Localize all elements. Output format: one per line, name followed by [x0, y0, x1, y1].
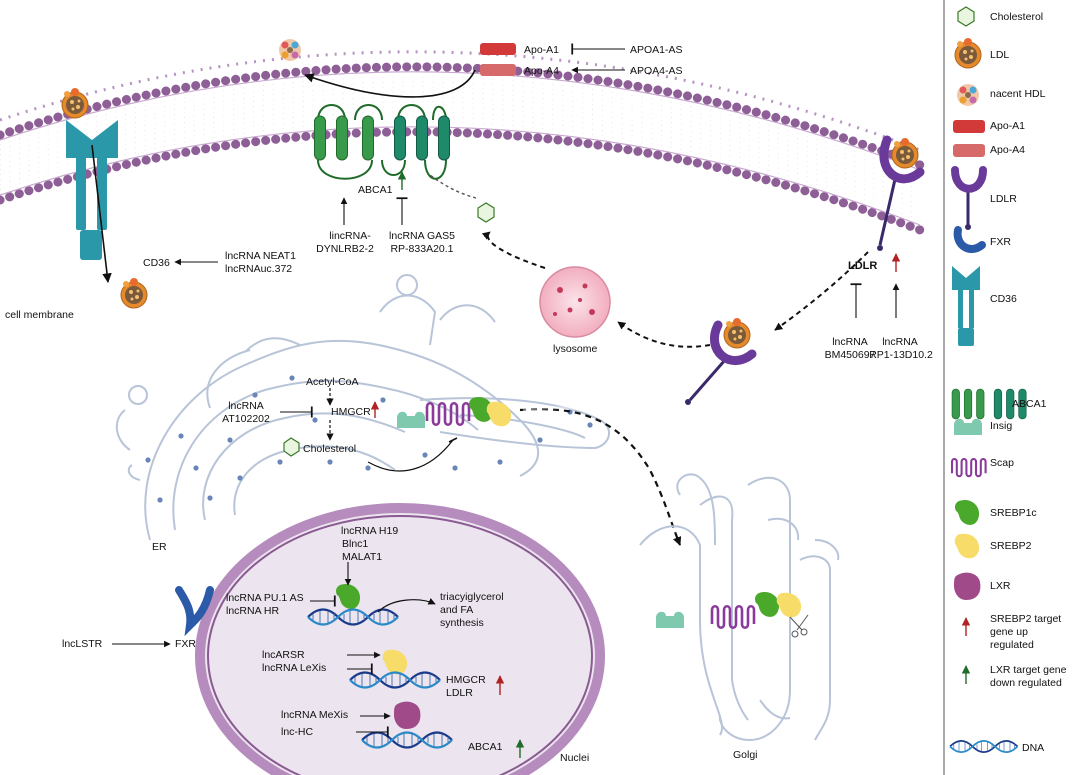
acetyl-coa-label: Acetyl-CoA [306, 376, 359, 388]
ribosomes [145, 375, 593, 503]
hr-label: lncRNA HR [226, 605, 280, 617]
neat1-line1: lncRNA NEAT1 [225, 250, 296, 262]
legend-ldl: LDL [990, 49, 1010, 61]
cell-membrane [0, 50, 925, 235]
neat1-line2: lncRNAuc.372 [225, 263, 293, 275]
legend-srebp2: SREBP2 [990, 540, 1032, 552]
legend-lxr: LXR [990, 580, 1011, 592]
bm450697-line1: lncRNA [832, 336, 868, 348]
apoa1-as-label: APOA1-AS [630, 44, 683, 56]
lysosome [539, 266, 611, 338]
at102202-line2: AT102202 [222, 413, 270, 425]
nucleus [195, 503, 605, 775]
ldl-internalized [120, 277, 148, 309]
cell-membrane-label: cell membrane [5, 309, 74, 321]
legend-srebp2-up-3: regulated [990, 639, 1034, 651]
hmgcr-er-label: HMGCR [331, 406, 371, 418]
apo-a1-bar [480, 43, 516, 55]
lnc-hc-label: lnc-HC [281, 726, 314, 738]
legend-srebp2-up-2: gene up [990, 626, 1028, 638]
cholesterol-er-label: Cholesterol [303, 443, 357, 455]
ldlr-membrane [877, 135, 925, 251]
apo-a4-label: Apo-A4 [524, 65, 560, 77]
golgi-srebp-complex [656, 591, 809, 638]
lexis-label: lncRNA LeXis [262, 662, 327, 674]
mexis-label: lncRNA MeXis [281, 709, 349, 721]
legend-cd36: CD36 [990, 293, 1017, 305]
er-label: ER [152, 541, 167, 553]
rp1-line2: RP1-13D10.2 [869, 349, 933, 361]
gas5-line2: RP-833A20.1 [390, 243, 454, 255]
endoplasmic-reticulum [115, 294, 610, 541]
rp1-line1: lncRNA [882, 336, 918, 348]
tg-line2: and FA [440, 604, 474, 616]
lysosome-label: lysosome [553, 343, 598, 355]
abca1-target-label: ABCA1 [468, 741, 503, 753]
h19-label: lncRNA H19 [341, 525, 399, 537]
gas5-line1: lncRNA GAS5 [389, 230, 455, 242]
arsr-label: lncARSR [262, 649, 305, 661]
tg-line3: synthesis [440, 617, 484, 629]
cd36-receptor [61, 87, 118, 283]
legend-insig: Insig [990, 420, 1013, 432]
legend-dna: DNA [1022, 742, 1045, 754]
legend-apo-a1: Apo-A1 [990, 120, 1026, 132]
at102202-line1: lncRNA [228, 400, 264, 412]
lstr-label: lncLSTR [62, 638, 103, 650]
fxr-receptor [175, 586, 214, 637]
legend-apo-a4: Apo-A4 [990, 144, 1026, 156]
legend-cholesterol: Cholesterol [990, 11, 1044, 23]
apo-a4-bar [480, 64, 516, 76]
tg-line1: triacyiglycerol [440, 591, 504, 603]
cholesterol-er [283, 437, 300, 457]
apo-a1-label: Apo-A1 [524, 44, 560, 56]
abca1-label: ABCA1 [358, 184, 393, 196]
legend-srebp2-up-1: SREBP2 target [990, 613, 1062, 625]
fxr-label: FXR [175, 638, 196, 650]
ldlr-endocytosed [685, 317, 757, 405]
legend-nacent-hdl: nacent HDL [990, 88, 1046, 100]
golgi-apparatus [639, 473, 840, 742]
golgi-label: Golgi [733, 749, 758, 761]
legend-srebp1c: SREBP1c [990, 507, 1037, 519]
legend-ldlr: LDLR [990, 193, 1017, 205]
lincrna-dynlrb2-line1: lincRNA- [329, 230, 371, 242]
ldlr-target-label: LDLR [446, 687, 473, 699]
lincrna-dynlrb2-line2: DYNLRB2-2 [316, 243, 374, 255]
legend-fxr: FXR [990, 236, 1011, 248]
hmgcr-target-label: HMGCR [446, 674, 486, 686]
abca1-transporter [314, 104, 450, 180]
legend-lxr-down-1: LXR target gene [990, 664, 1067, 676]
nuclei-label: Nuclei [560, 752, 590, 764]
pu1-label: lncRNA PU.1 AS [226, 592, 304, 604]
cd36-label: CD36 [143, 257, 170, 269]
legend-lxr-down-2: down regulated [990, 677, 1062, 689]
legend-abca1: ABCA1 [1012, 398, 1047, 410]
blnc1-label: Blnc1 [342, 538, 369, 550]
ldlr-label: LDLR [848, 260, 878, 272]
legend-scap: Scap [990, 457, 1014, 469]
apoa4-as-label: APOA4-AS [630, 65, 683, 77]
malat1-label: MALAT1 [342, 551, 383, 563]
bm450697-line2: BM450697 [824, 349, 876, 361]
cholesterol-molecule [477, 202, 495, 223]
